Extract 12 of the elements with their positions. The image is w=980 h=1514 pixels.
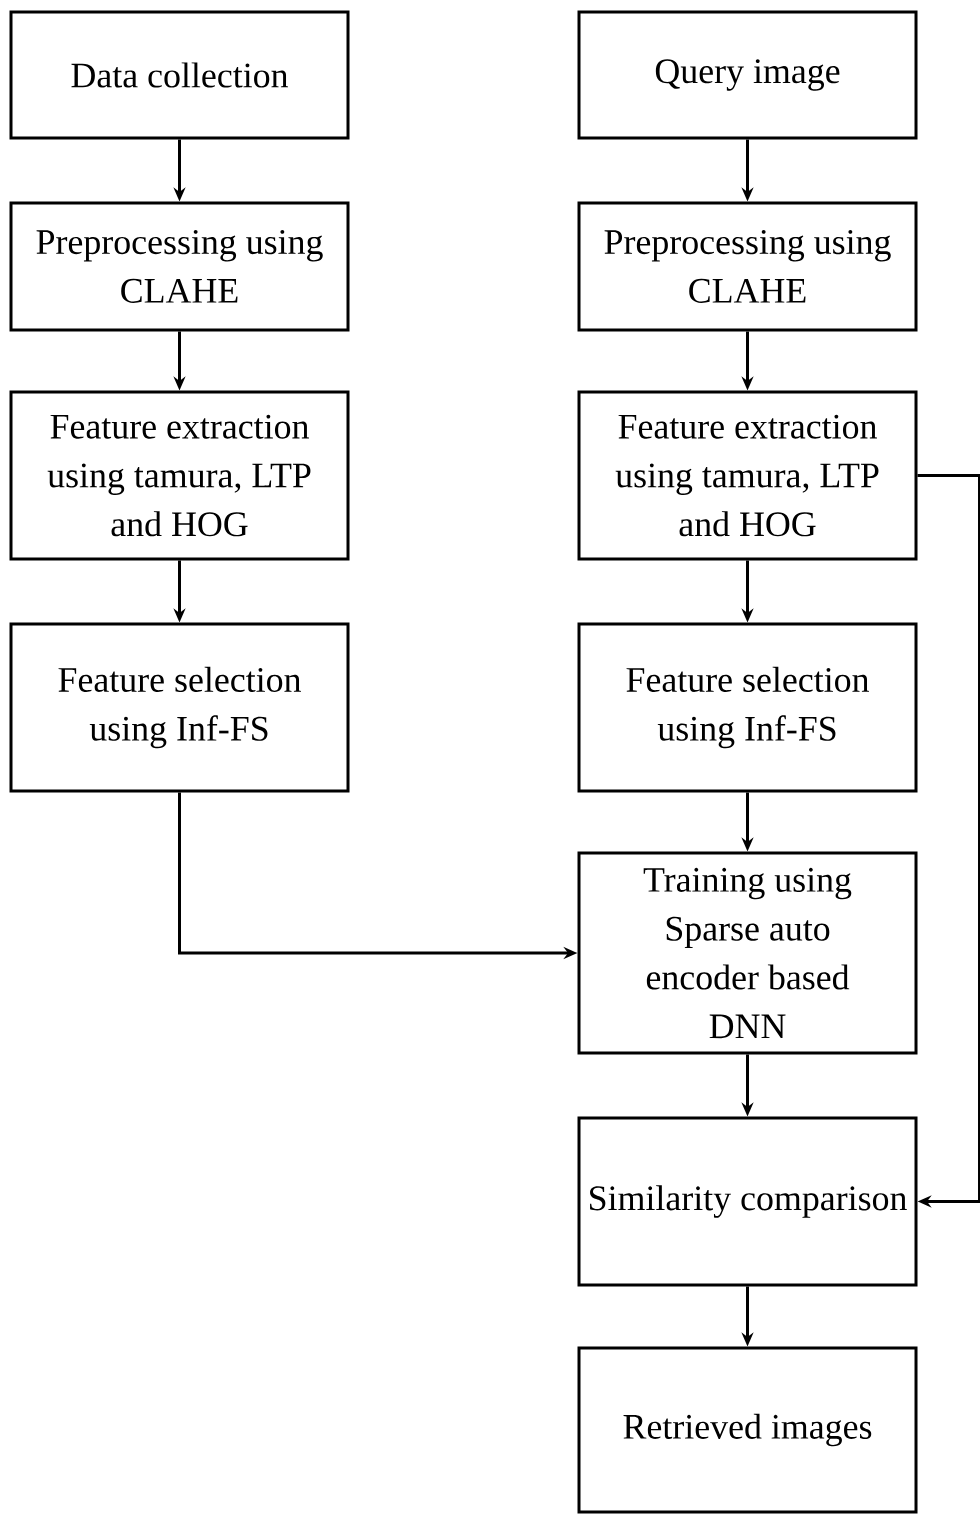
process-box: Similarity comparison: [577, 1116, 918, 1287]
process-box: Feature selection using Inf-FS: [9, 622, 350, 793]
process-box: Feature extraction using tamura, LTP and HOG: [577, 390, 918, 561]
process-box: Retrieved images: [577, 1346, 918, 1514]
process-box: Training using Sparse auto encoder based DNN: [577, 851, 918, 1055]
process-box: Data collection: [9, 10, 350, 140]
process-box: Preprocessing using CLAHE: [577, 201, 918, 332]
process-box: Feature selection using Inf-FS: [577, 622, 918, 793]
process-box: Preprocessing using CLAHE: [9, 201, 350, 332]
process-box: Query image: [577, 10, 918, 140]
arrow: [917, 474, 980, 1208]
process-box: Feature extraction using tamura, LTP and HOG: [9, 390, 350, 561]
